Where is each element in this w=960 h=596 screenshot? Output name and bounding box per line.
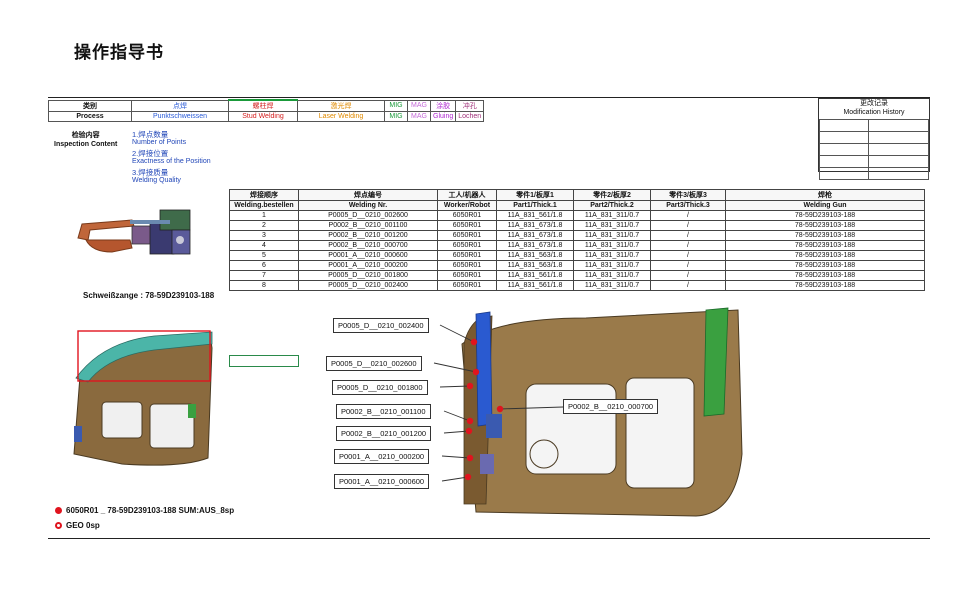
modification-title-en: Modification History	[843, 109, 905, 116]
callout-label: P0001_A__0210_000200	[334, 449, 430, 464]
inspection-item-en: Number of Points	[132, 139, 187, 146]
process-header-row-en: Process Punktschweissen Stud Welding Las…	[48, 111, 485, 122]
callout-label: P0005_D__0210_002600	[326, 356, 422, 371]
weld-point	[466, 417, 474, 425]
modification-grid	[819, 119, 929, 180]
inspection-items: 1.焊点数量 Number of Points 2.焊接位置 Exactness…	[132, 131, 211, 185]
inspection-label-zh: 检验内容	[71, 132, 100, 139]
view-connector-box	[229, 355, 299, 367]
inspection-item-en: Exactness of the Position	[132, 158, 211, 165]
column-header: 零件1/板厚1	[496, 189, 574, 201]
spot-weld-dot-icon	[55, 507, 62, 515]
inspection-item-en: Welding Quality	[132, 177, 181, 184]
modification-history-box: 更改记录 Modification History	[818, 98, 930, 180]
weld-point	[466, 454, 474, 462]
inspection-item-zh: 2.焊接位置	[132, 149, 169, 158]
process-header-row-zh: 类别 点焊 螺柱焊 激光焊 MIG MAG 涂胶 冲孔	[48, 99, 485, 112]
door-overview-image	[73, 330, 213, 466]
weld-point	[465, 427, 473, 435]
callout-label: P0002_B__0210_001100	[336, 404, 431, 419]
welding-gun-image	[77, 209, 191, 255]
legend-geo-text: GEO 0sp	[66, 521, 100, 530]
column-header: 工人/机器人	[437, 189, 497, 201]
callout-label: P0002_B__0210_001200	[336, 426, 432, 441]
weld-point	[496, 405, 504, 413]
inspection-item-zh: 1.焊点数量	[132, 130, 169, 139]
weld-point	[470, 338, 478, 346]
process-cell: Lochen	[455, 111, 485, 122]
inspection-label-en: Inspection Content	[54, 141, 118, 148]
legend-spot-text: 6050R01 _ 78-59D239103-188 SUM:AUS_8sp	[66, 506, 235, 515]
callout-label: P0005_D__0210_002400	[333, 318, 429, 333]
welding-gun-label: Schweißzange : 78-59D239103-188	[83, 291, 215, 300]
legend-geo-weld: GEO 0sp	[55, 521, 100, 530]
geo-weld-ring-icon	[55, 522, 62, 530]
weld-point	[464, 473, 472, 481]
process-cell: Gluing	[429, 111, 457, 122]
inspection-item-zh: 3.焊接质量	[132, 168, 169, 177]
weld-point	[472, 368, 480, 376]
inspection-content-label: 检验内容 Inspection Content	[54, 131, 117, 149]
document-title: 操作指导书	[74, 43, 164, 62]
modification-title-zh: 更改记录	[860, 100, 888, 107]
callout-label: P0005_D__0210_001800	[332, 380, 428, 395]
legend-spot-weld: 6050R01 _ 78-59D239103-188 SUM:AUS_8sp	[55, 506, 234, 515]
instruction-sheet	[48, 97, 930, 539]
callout-label: P0001_A__0210_000600	[334, 474, 430, 489]
process-header-table: 类别 点焊 螺柱焊 激光焊 MIG MAG 涂胶 冲孔 Process Punk…	[48, 99, 485, 122]
table-cell: 78-59D239103-188	[725, 280, 925, 291]
welding-table: 焊接顺序 焊点编号 工人/机器人 零件1/板厚1 零件2/板厚2 零件3/板厚3…	[229, 189, 925, 291]
callout-label: P0002_B__0210_000700	[563, 399, 659, 414]
weld-point	[466, 382, 474, 390]
